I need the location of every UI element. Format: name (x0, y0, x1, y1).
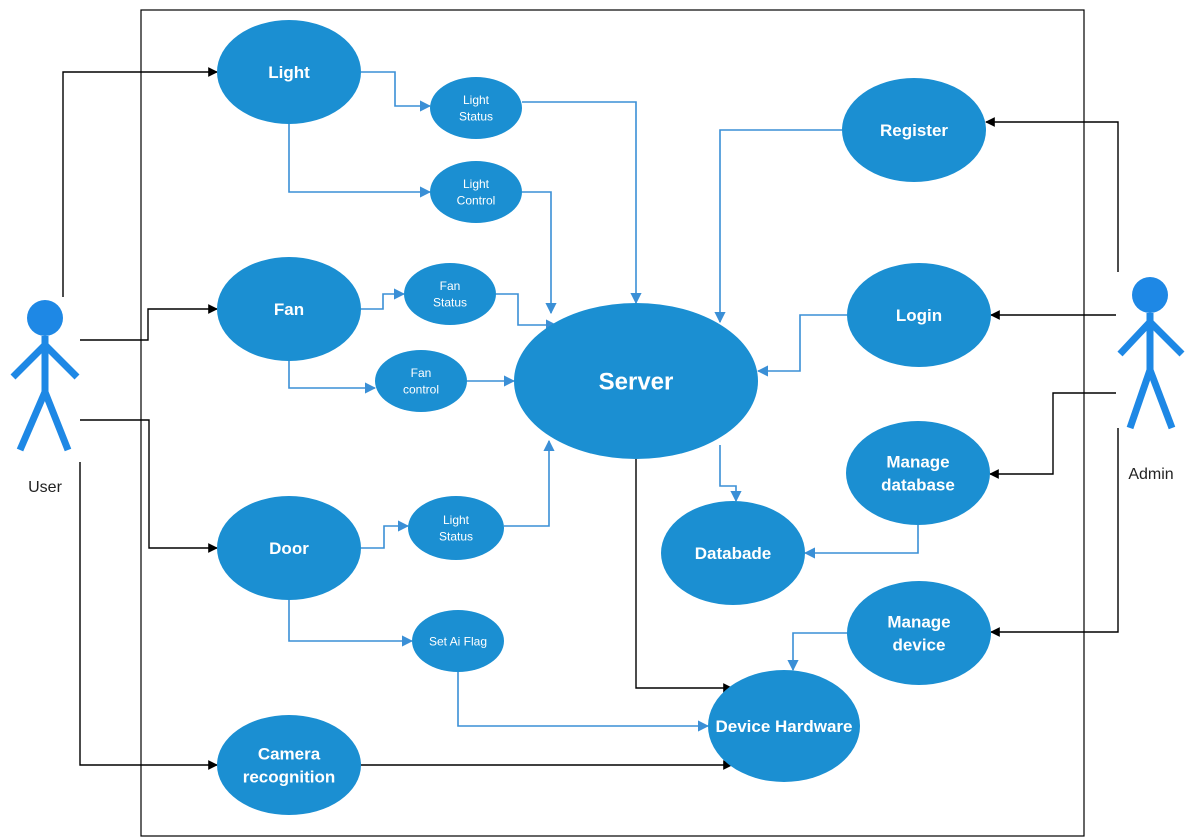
user-to-door-arrow (80, 419, 218, 553)
user-label: User (28, 479, 62, 496)
user-to-camera-arrow (79, 462, 218, 770)
admin-actor: Admin (1117, 277, 1185, 483)
usecase-light-status-label: Status (459, 109, 493, 123)
admin-to-manage-db-arrow (989, 392, 1116, 479)
usecase-database: Databade (661, 501, 805, 605)
usecase-manage-database-shape (846, 421, 990, 525)
usecase-fan-control-label: Fan (411, 366, 432, 380)
usecase-manage-device-label: Manage (887, 613, 950, 632)
usecase-light-status-label: Light (463, 93, 490, 107)
user-to-fan-arrow (80, 304, 218, 341)
usecase-register-shape (842, 78, 986, 182)
usecase-manage-database-label: database (881, 476, 955, 495)
usecase-camera: Camera recognition (217, 715, 361, 815)
server-to-device-arrow (635, 459, 733, 693)
manage-device-to-device-arrow (787, 632, 847, 672)
usecase-register: Register (842, 78, 986, 182)
usecase-manage-database-label: Manage (886, 453, 949, 472)
usecase-database-label: Databade (695, 544, 772, 563)
register-to-server-arrow (714, 129, 842, 324)
usecase-light-control-shape (430, 161, 522, 223)
usecase-fan-status-label: Status (433, 295, 467, 309)
usecase-device-hardware-shape (708, 670, 860, 782)
usecase-door-status-label: Light (443, 513, 470, 527)
fan-to-fan-status-arrow (361, 288, 406, 310)
usecase-fan-label: Fan (274, 300, 304, 319)
light-control-to-server-arrow (522, 191, 557, 315)
usecase-manage-database: Manage database (846, 421, 990, 525)
user-actor: User (10, 300, 80, 496)
usecase-login-shape (847, 263, 991, 367)
actor-connectors (62, 67, 1119, 770)
door-to-set-ai-flag-arrow (288, 600, 414, 647)
admin-to-manage-device-arrow (990, 428, 1119, 637)
usecase-server-label: Server (599, 369, 674, 396)
set-ai-flag-to-device-arrow (457, 672, 710, 732)
usecase-light-control-label: Light (463, 177, 490, 191)
usecase-set-ai-flag: Set Ai Flag (412, 610, 504, 672)
fan-status-to-server-arrow (496, 293, 558, 331)
usecase-device-hardware-label: Device Hardware (715, 717, 852, 736)
use-cases: LightLightStatusLightControlFanFanStatus… (217, 20, 991, 815)
usecase-login: Login (847, 263, 991, 367)
fan-to-fan-control-arrow (288, 361, 377, 394)
user-stick-figure-icon (10, 300, 80, 452)
admin-to-register-arrow (985, 117, 1119, 272)
manage-database-to-database-arrow (803, 525, 919, 559)
usecase-manage-device-shape (847, 581, 991, 685)
usecase-camera-label: recognition (243, 768, 336, 787)
server-to-database-arrow (719, 445, 742, 503)
usecase-door-label: Door (269, 539, 309, 558)
usecase-fan: Fan (217, 257, 361, 361)
usecase-fan-shape (217, 257, 361, 361)
usecase-fan-status-label: Fan (440, 279, 461, 293)
usecase-set-ai-flag-label: Set Ai Flag (429, 634, 487, 648)
internal-connectors (288, 71, 919, 732)
usecase-database-shape (661, 501, 805, 605)
usecase-door: Door (217, 496, 361, 600)
system-boundary (140, 9, 1085, 837)
usecase-door-status-label: Status (439, 529, 473, 543)
usecase-door-shape (217, 496, 361, 600)
admin-stick-figure-icon (1117, 277, 1185, 430)
light-to-light-status-arrow (361, 71, 432, 112)
usecase-door-status-shape (408, 496, 504, 560)
usecase-set-ai-flag-shape (412, 610, 504, 672)
usecase-device-hardware: Device Hardware (708, 670, 860, 782)
user-to-light-arrow (62, 67, 218, 297)
usecase-fan-control-label: control (403, 382, 439, 396)
usecase-light-label: Light (268, 63, 310, 82)
usecase-fan-control: Fan control (375, 350, 467, 412)
door-to-door-status-arrow (361, 520, 410, 549)
door-status-to-server-arrow (504, 439, 555, 527)
usecase-light-shape (217, 20, 361, 124)
usecase-server-shape (514, 303, 758, 459)
usecase-fan-status-shape (404, 263, 496, 325)
usecase-manage-device-label: device (893, 636, 946, 655)
usecase-camera-shape (217, 715, 361, 815)
usecase-login-label: Login (896, 306, 942, 325)
usecase-fan-control-shape (375, 350, 467, 412)
usecase-camera-label: Camera (258, 745, 321, 764)
usecase-register-label: Register (880, 121, 948, 140)
admin-label: Admin (1128, 466, 1173, 483)
light-to-light-control-arrow (288, 124, 432, 198)
usecase-server: Server (514, 303, 758, 459)
login-to-server-arrow (756, 314, 847, 377)
light-status-to-server-arrow (522, 101, 642, 305)
usecase-manage-device: Manage device (847, 581, 991, 685)
usecase-light: Light (217, 20, 361, 124)
usecase-light-status-shape (430, 77, 522, 139)
usecase-light-control-label: Control (457, 193, 496, 207)
